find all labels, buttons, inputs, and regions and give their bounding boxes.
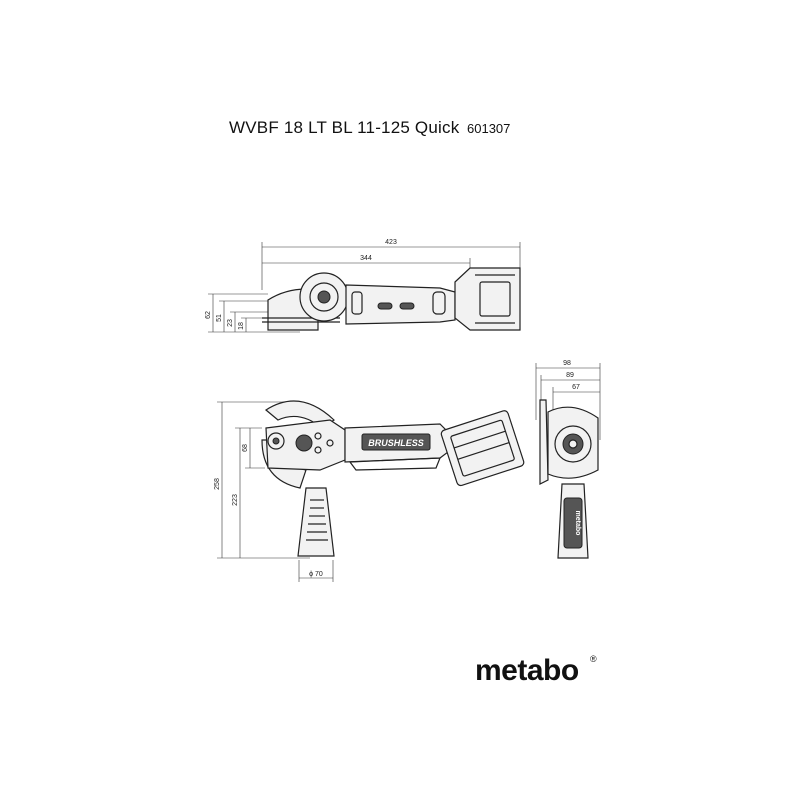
dim-label-18: 18 — [238, 322, 245, 330]
dim-label-223: 223 — [232, 494, 239, 506]
front-handle-grip — [563, 497, 583, 549]
side-handle — [297, 487, 335, 557]
side-battery-pack — [440, 410, 525, 487]
dim-label-98: 98 — [563, 360, 571, 367]
handle-brand-label: metabo — [574, 511, 581, 536]
dim-label-258: 258 — [214, 478, 221, 490]
dim-label-423: 423 — [385, 239, 397, 246]
paddle-switch — [348, 457, 441, 471]
dim-label-89: 89 — [566, 372, 574, 379]
dim-label-67: 67 — [572, 384, 580, 391]
dim-label-23: 23 — [227, 319, 234, 327]
dim-label-phi70: ϕ 70 — [309, 571, 323, 578]
article-number: 601307 — [467, 121, 511, 136]
top-battery-pack — [454, 267, 521, 331]
product-title: WVBF 18 LT BL 11-125 Quick — [229, 118, 460, 137]
registered-mark: ® — [590, 654, 597, 664]
dim-label-68: 68 — [242, 444, 249, 452]
dim-label-51: 51 — [216, 314, 223, 322]
front-view: 98 89 67 metabo — [535, 360, 601, 559]
spindle-lock-icon — [317, 290, 331, 304]
side-view: 258 223 68 BRUSHLESS — [214, 400, 525, 582]
front-guard — [539, 399, 549, 485]
metabo-logo: metabo — [475, 654, 579, 687]
brushless-label: BRUSHLESS — [368, 438, 424, 448]
side-spindle-icon — [295, 434, 313, 452]
dim-label-62: 62 — [205, 311, 212, 319]
top-view: 423 344 62 51 23 18 — [205, 239, 521, 333]
brushless-badge — [361, 433, 431, 451]
dim-label-344: 344 — [360, 255, 372, 262]
